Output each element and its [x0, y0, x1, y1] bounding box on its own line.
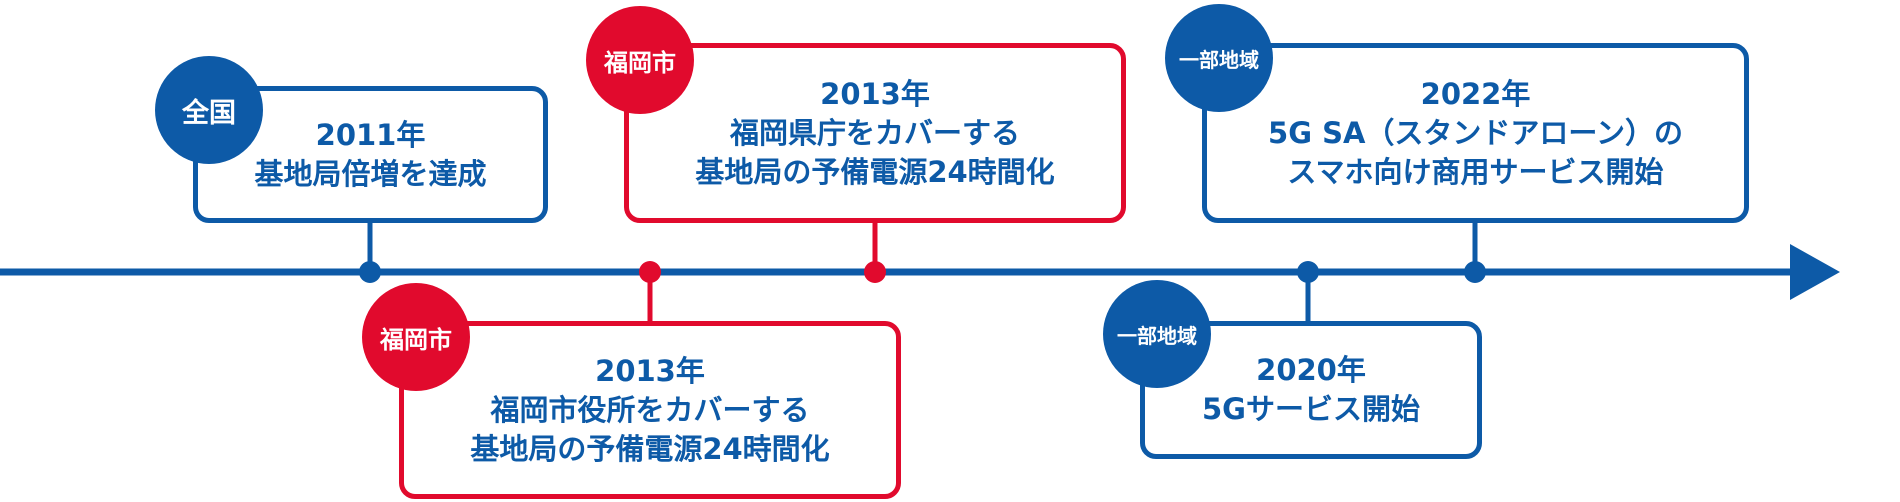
- region-badge-nationwide: 全国: [155, 56, 263, 164]
- event-description-line: 福岡県庁をカバーする: [729, 115, 1020, 150]
- region-badge-label: 福岡市: [604, 48, 676, 77]
- event-description-line: 基地局倍増を達成: [254, 156, 487, 191]
- event-description-line: 5G SA（スタンドアローン）の: [1268, 115, 1683, 150]
- region-badge-fukuoka-city: 福岡市: [362, 283, 470, 391]
- region-badge-label: 一部地域: [1179, 47, 1259, 72]
- timeline-dot-2013-city: [639, 261, 661, 283]
- timeline-dot-2020: [1297, 261, 1319, 283]
- timeline-dot-2013-prefecture: [864, 261, 886, 283]
- event-description-line: スマホ向け商用サービス開始: [1287, 154, 1664, 189]
- event-year: 2020年: [1256, 353, 1366, 387]
- event-card-2013-city-hall: 2013年 福岡市役所をカバーする 基地局の予備電源24時間化: [399, 321, 901, 499]
- timeline-arrowhead: [1790, 244, 1840, 300]
- region-badge-some-areas: 一部地域: [1103, 280, 1211, 388]
- region-badge-label: 全国: [182, 97, 236, 129]
- event-year: 2013年: [820, 76, 930, 111]
- region-badge-label: 一部地域: [1117, 323, 1197, 348]
- region-badge-fukuoka-city: 福岡市: [586, 6, 694, 114]
- region-badge-some-areas: 一部地域: [1165, 4, 1273, 112]
- timeline-dot-2011: [359, 261, 381, 283]
- event-description-line: 福岡市役所をカバーする: [490, 392, 810, 427]
- event-card-2020: 2020年 5Gサービス開始: [1140, 321, 1482, 459]
- event-year: 2013年: [595, 353, 705, 388]
- event-description-line: 基地局の予備電源24時間化: [695, 154, 1055, 189]
- event-description-line: 基地局の予備電源24時間化: [470, 431, 830, 466]
- region-badge-label: 福岡市: [380, 325, 452, 354]
- event-card-2013-prefectural-office: 2013年 福岡県庁をカバーする 基地局の予備電源24時間化: [624, 43, 1126, 223]
- event-year: 2011年: [315, 117, 426, 152]
- timeline-dot-2022: [1464, 261, 1486, 283]
- event-year: 2022年: [1420, 76, 1531, 111]
- event-description-line: 5Gサービス開始: [1202, 392, 1420, 426]
- event-card-2022: 2022年 5G SA（スタンドアローン）の スマホ向け商用サービス開始: [1202, 43, 1749, 223]
